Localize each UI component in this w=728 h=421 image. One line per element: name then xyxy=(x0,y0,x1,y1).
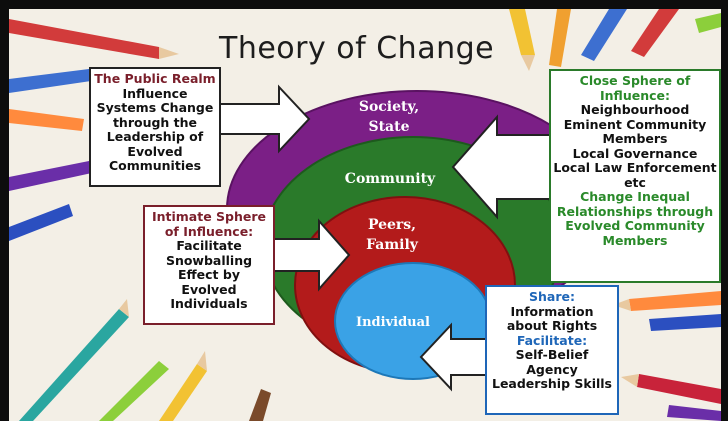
share-heading: Share: xyxy=(529,289,575,304)
close-sphere-box: Close Sphere of Influence: Neighbourhood… xyxy=(549,69,721,283)
page-title: Theory of Change xyxy=(219,31,495,66)
share-line: about Rights xyxy=(506,318,598,333)
diagram-canvas: Theory of Change Society, State Communit… xyxy=(9,9,721,421)
peers-label-line: Peers, xyxy=(367,217,417,233)
pencil-icon xyxy=(621,374,721,404)
public-realm-line: Systems Change xyxy=(96,100,214,115)
share-line: Information xyxy=(510,303,594,319)
society-label-line: Society, xyxy=(358,99,420,115)
close-heading: Close Sphere of xyxy=(579,73,691,88)
arrow-icon xyxy=(451,114,556,220)
public-realm-line: Communities xyxy=(108,158,202,173)
intimate-heading: of Influence: xyxy=(164,223,254,239)
facilitate-line: Leadership Skills xyxy=(491,376,612,391)
pencil-icon xyxy=(249,389,271,421)
close-line: Neighbourhood xyxy=(580,102,690,117)
pencil-icon xyxy=(9,204,73,241)
pencil-icon xyxy=(549,9,571,67)
close-tail: Change Inequal xyxy=(580,189,690,204)
public-realm-line: Evolved xyxy=(127,143,183,159)
intimate-line: Evolved xyxy=(181,281,237,297)
arrow-icon xyxy=(419,322,490,392)
close-line: Local Governance xyxy=(572,145,698,161)
pencil-icon xyxy=(19,299,129,421)
individual-label: Individual xyxy=(356,315,430,330)
public-realm-line: Influence xyxy=(122,85,188,101)
pencil-icon xyxy=(509,9,535,71)
intimate-line: Snowballing xyxy=(165,252,253,268)
pencil-icon xyxy=(9,109,84,131)
close-line: Eminent Community xyxy=(563,116,707,132)
intimate-line: Facilitate xyxy=(176,238,242,253)
public-realm-box: The Public Realm Influence Systems Chang… xyxy=(89,67,221,187)
community-label: Community xyxy=(344,171,436,187)
close-line: etc xyxy=(624,174,646,190)
intimate-line: Effect by xyxy=(178,267,240,282)
peers-label-line: Family xyxy=(366,237,418,253)
facilitate-line: Agency xyxy=(526,361,578,377)
intimate-sphere-box: Intimate Sphere of Influence: Facilitate… xyxy=(143,205,275,325)
pencil-icon xyxy=(159,351,207,421)
pencil-icon xyxy=(613,291,721,311)
public-realm-line: through the xyxy=(112,114,198,130)
pencil-icon xyxy=(9,19,179,59)
intimate-line: Individuals xyxy=(170,296,248,311)
close-line: Members xyxy=(602,131,668,146)
close-line: Local Law Enforcement xyxy=(553,160,717,175)
society-label: Society, State xyxy=(349,97,429,137)
pencil-icon xyxy=(667,405,721,421)
close-heading: Influence: xyxy=(600,87,670,103)
peers-label: Peers, Family xyxy=(347,215,437,255)
intimate-heading: Intimate Sphere xyxy=(151,209,267,224)
public-realm-line: Leadership of xyxy=(106,129,204,144)
close-tail: Relationships through xyxy=(556,203,714,219)
facilitate-line: Self-Belief xyxy=(515,347,589,362)
pencil-icon xyxy=(99,361,169,421)
pencil-icon xyxy=(631,9,679,57)
pencil-icon xyxy=(695,13,721,33)
close-tail: Evolved Community xyxy=(565,218,705,233)
arrow-icon xyxy=(270,218,351,292)
close-tail: Members xyxy=(602,232,668,248)
pencil-icon xyxy=(649,314,721,331)
pencil-icon xyxy=(581,9,627,61)
public-realm-heading: The Public Realm xyxy=(94,71,216,86)
share-facilitate-box: Share: Information about Rights Facilita… xyxy=(485,285,619,415)
facilitate-heading: Facilitate: xyxy=(516,332,588,348)
society-label-line: State xyxy=(368,119,410,135)
